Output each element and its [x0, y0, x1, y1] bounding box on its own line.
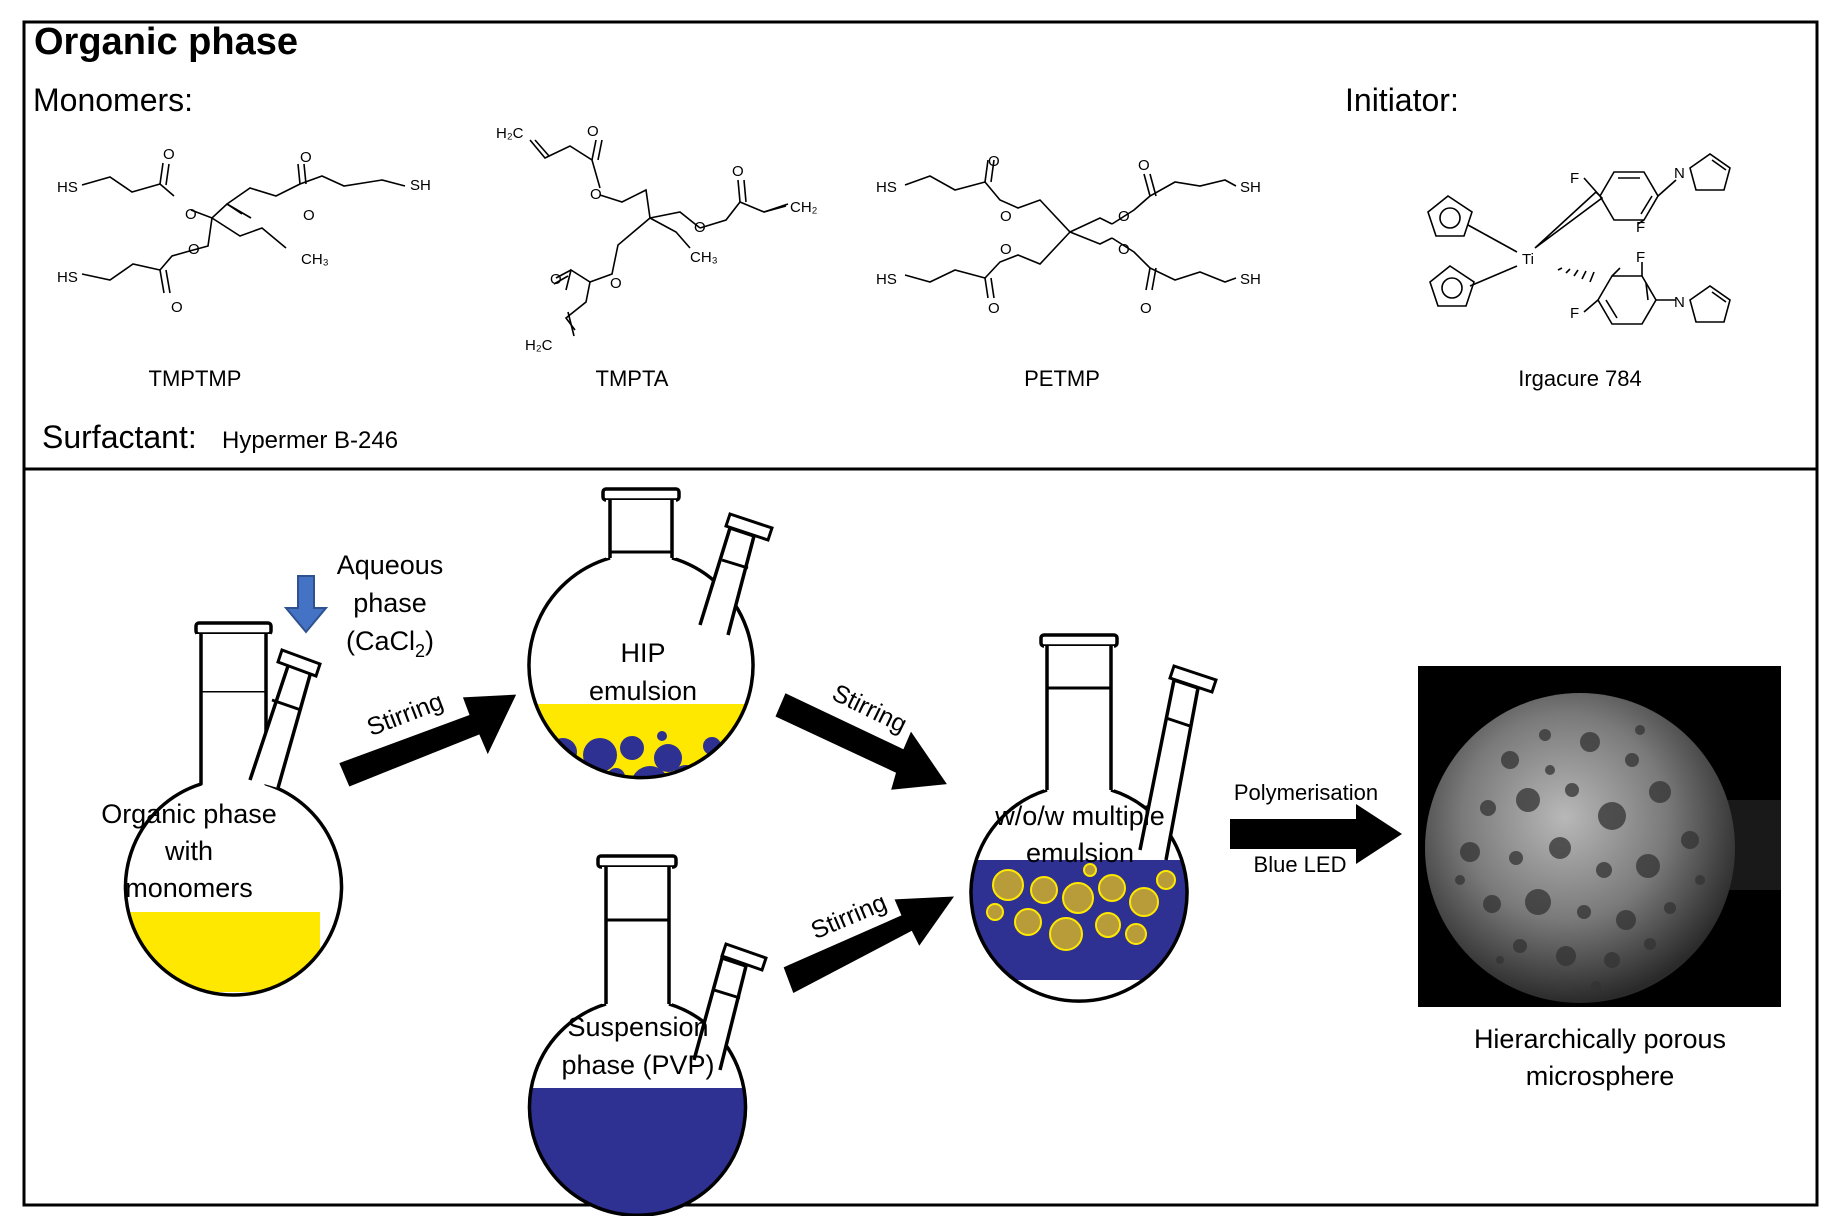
stirring-arrow-3: [783, 896, 954, 994]
aqueous-label-line3: (CaCl2): [346, 626, 434, 661]
irgacure-atom-n1: N: [1674, 165, 1685, 182]
flask-multiple-emulsion: [969, 633, 1218, 1003]
aqueous-label-close: ): [425, 626, 434, 656]
polymerisation-label: Polymerisation: [1234, 780, 1378, 805]
flask-organic-label-line3: monomers: [125, 873, 253, 903]
petmp-atom-o3: O: [1138, 157, 1150, 174]
tmptmp-atom-o3: O: [300, 149, 312, 166]
irgacure-atom-n2: N: [1674, 294, 1685, 311]
aqueous-label-line2: phase: [353, 588, 427, 618]
flask-multiple-label-line2: emulsion: [1026, 838, 1134, 868]
monomers-label: Monomers:: [33, 82, 193, 118]
result-label-line1: Hierarchically porous: [1474, 1024, 1726, 1054]
initiator-label: Initiator:: [1345, 82, 1459, 118]
tmpta-atom-h2c1: H₂C: [496, 125, 524, 142]
suspension-liquid: [529, 1088, 746, 1216]
flask-hip-label-line2: emulsion: [589, 676, 697, 706]
multiple-emulsion-droplets: [986, 863, 1176, 951]
flask-suspension-label-line1: Suspension: [567, 1012, 708, 1042]
petmp-name: PETMP: [1024, 366, 1100, 391]
surfactant-name: Hypermer B-246: [222, 427, 398, 454]
organic-phase-title: Organic phase: [34, 21, 298, 63]
tmptmp-atom-hs1: HS: [57, 179, 78, 196]
result-label-line2: microsphere: [1526, 1061, 1675, 1091]
microsphere-sem-image: [1418, 666, 1781, 1007]
outer-border: [22, 20, 1819, 1207]
petmp-atom-sh4: SH: [1240, 271, 1261, 288]
irgacure-atom-f2: F: [1636, 219, 1645, 236]
aqueous-label-line1: Aqueous: [337, 550, 444, 580]
aqueous-label-subscript: 2: [415, 641, 425, 661]
tmptmp-structure: HS O O O O SH O CH₃ HS O: [57, 146, 431, 316]
petmp-atom-sh2: SH: [1240, 179, 1261, 196]
flask-hip-label-line1: HIP: [620, 638, 665, 668]
irgacure-structure: Ti F F F F N N: [1427, 153, 1731, 325]
irgacure-atom-f3: F: [1636, 249, 1645, 266]
stirring-arrow-2: [775, 693, 947, 790]
petmp-atom-hs1: HS: [876, 179, 897, 196]
flask-organic-label-line2: with: [164, 836, 213, 866]
tmptmp-atom-o1: O: [163, 146, 175, 163]
flask-organic-label-line1: Organic phase: [101, 799, 277, 829]
flask-suspension-label-line2: phase (PVP): [561, 1050, 714, 1080]
tmptmp-name: TMPTMP: [149, 366, 242, 391]
tmpta-atom-o4: O: [732, 163, 744, 180]
hip-aqueous-droplets: [537, 731, 742, 778]
tmpta-atom-o2: O: [590, 186, 602, 203]
tmpta-structure: H₂C O O O O CH₂ CH₃ O O H₂C: [496, 123, 818, 354]
tmpta-atom-ch3: CH₃: [690, 249, 718, 266]
tmptmp-atom-o5: O: [188, 241, 200, 258]
tmpta-atom-o3: O: [694, 219, 706, 236]
tmpta-atom-o6: O: [550, 271, 562, 288]
irgacure-atom-f4: F: [1570, 305, 1579, 322]
flask-organic-phase: [123, 621, 344, 997]
polymerisation-arrow: [1230, 804, 1402, 864]
surfactant-label: Surfactant:: [42, 419, 197, 455]
stirring-arrow-1: [339, 694, 517, 787]
petmp-atom-o7: O: [988, 300, 1000, 317]
tmpta-name: TMPTA: [596, 366, 669, 391]
flask-multiple-label-line1: w/o/w multiple: [994, 801, 1165, 831]
irgacure-atom-ti: Ti: [1522, 251, 1534, 268]
organic-liquid: [125, 912, 320, 992]
petmp-atom-o6: O: [1118, 241, 1130, 258]
irgacure-atom-f1: F: [1570, 170, 1579, 187]
tmpta-atom-o5: O: [610, 275, 622, 292]
tmptmp-atom-ch3: CH₃: [301, 251, 329, 268]
aqueous-label-formula: (CaCl: [346, 626, 415, 656]
tmptmp-atom-hs3: HS: [57, 269, 78, 286]
tmptmp-atom-sh2: SH: [410, 177, 431, 194]
petmp-atom-o2: O: [1000, 208, 1012, 225]
petmp-atom-o5: O: [1000, 241, 1012, 258]
irgacure-name: Irgacure 784: [1518, 366, 1642, 391]
petmp-atom-o8: O: [1140, 300, 1152, 317]
tmptmp-atom-o6: O: [171, 299, 183, 316]
tmptmp-atom-o4: O: [303, 207, 315, 224]
petmp-atom-o4: O: [1118, 208, 1130, 225]
petmp-atom-o1: O: [988, 153, 1000, 170]
tmpta-atom-h2c3: H₂C: [525, 337, 553, 354]
petmp-atom-hs3: HS: [876, 271, 897, 288]
tmpta-atom-ch2: CH₂: [790, 199, 818, 216]
flask-hip-emulsion: [527, 487, 774, 780]
petmp-structure: HS O O O O SH O O HS O O SH: [876, 153, 1261, 317]
tmptmp-atom-o2: O: [185, 206, 197, 223]
aqueous-input-arrow: [283, 575, 329, 634]
blue-led-label: Blue LED: [1254, 852, 1347, 877]
tmpta-atom-o1: O: [587, 123, 599, 140]
